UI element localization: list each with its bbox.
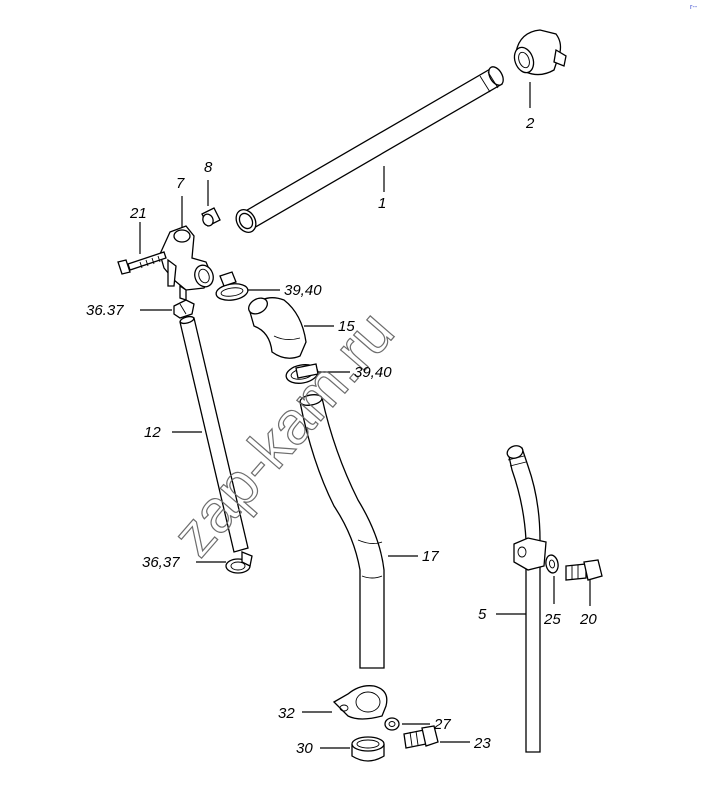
- label-20: 20: [579, 611, 597, 628]
- label-2: 2: [525, 115, 535, 132]
- label-36-37-lower: 36,37: [142, 554, 180, 571]
- part-32-bracket: [332, 685, 388, 720]
- label-12: 12: [144, 424, 161, 441]
- part-21-bolt: [117, 251, 167, 275]
- part-1-pipe: [235, 66, 504, 233]
- label-15: 15: [338, 318, 355, 335]
- label-23: 23: [473, 735, 491, 752]
- part-23-bolt: [403, 725, 439, 749]
- part-8-bushing: [201, 207, 221, 227]
- corner-mark: г--: [690, 4, 698, 11]
- part-36-37-clamp-lower: [225, 551, 253, 574]
- part-39-40-clamp-lower: [285, 363, 319, 384]
- label-27: 27: [433, 716, 451, 733]
- part-20-bolt: [565, 559, 603, 581]
- part-15-elbow-hose: [248, 297, 307, 359]
- part-12-tube: [179, 315, 249, 553]
- label-30: 30: [296, 740, 313, 757]
- label-8: 8: [204, 159, 213, 176]
- leader-lines: [139, 82, 591, 749]
- label-39-40-lower: 39,40: [354, 364, 392, 381]
- part-36-37-clamp-upper: [173, 299, 195, 319]
- label-7: 7: [176, 175, 185, 192]
- label-39-40-upper: 39,40: [284, 282, 322, 299]
- part-25-washer: [545, 554, 559, 574]
- part-39-40-clamp-upper: [215, 271, 249, 301]
- label-32: 32: [278, 705, 295, 722]
- label-36-37-upper: 36.37: [86, 302, 124, 319]
- part-30-ring: [351, 736, 385, 762]
- label-17: 17: [422, 548, 439, 565]
- part-17-bent-tube: [299, 394, 385, 669]
- part-7-bracket-body: [159, 225, 214, 301]
- label-21: 21: [129, 205, 147, 222]
- part-27-washer: [384, 717, 400, 731]
- part-5-dipstick-tube: [506, 445, 547, 753]
- label-1: 1: [378, 195, 386, 212]
- part-2-connector: [513, 29, 567, 76]
- label-25: 25: [543, 611, 561, 628]
- label-5: 5: [478, 606, 487, 623]
